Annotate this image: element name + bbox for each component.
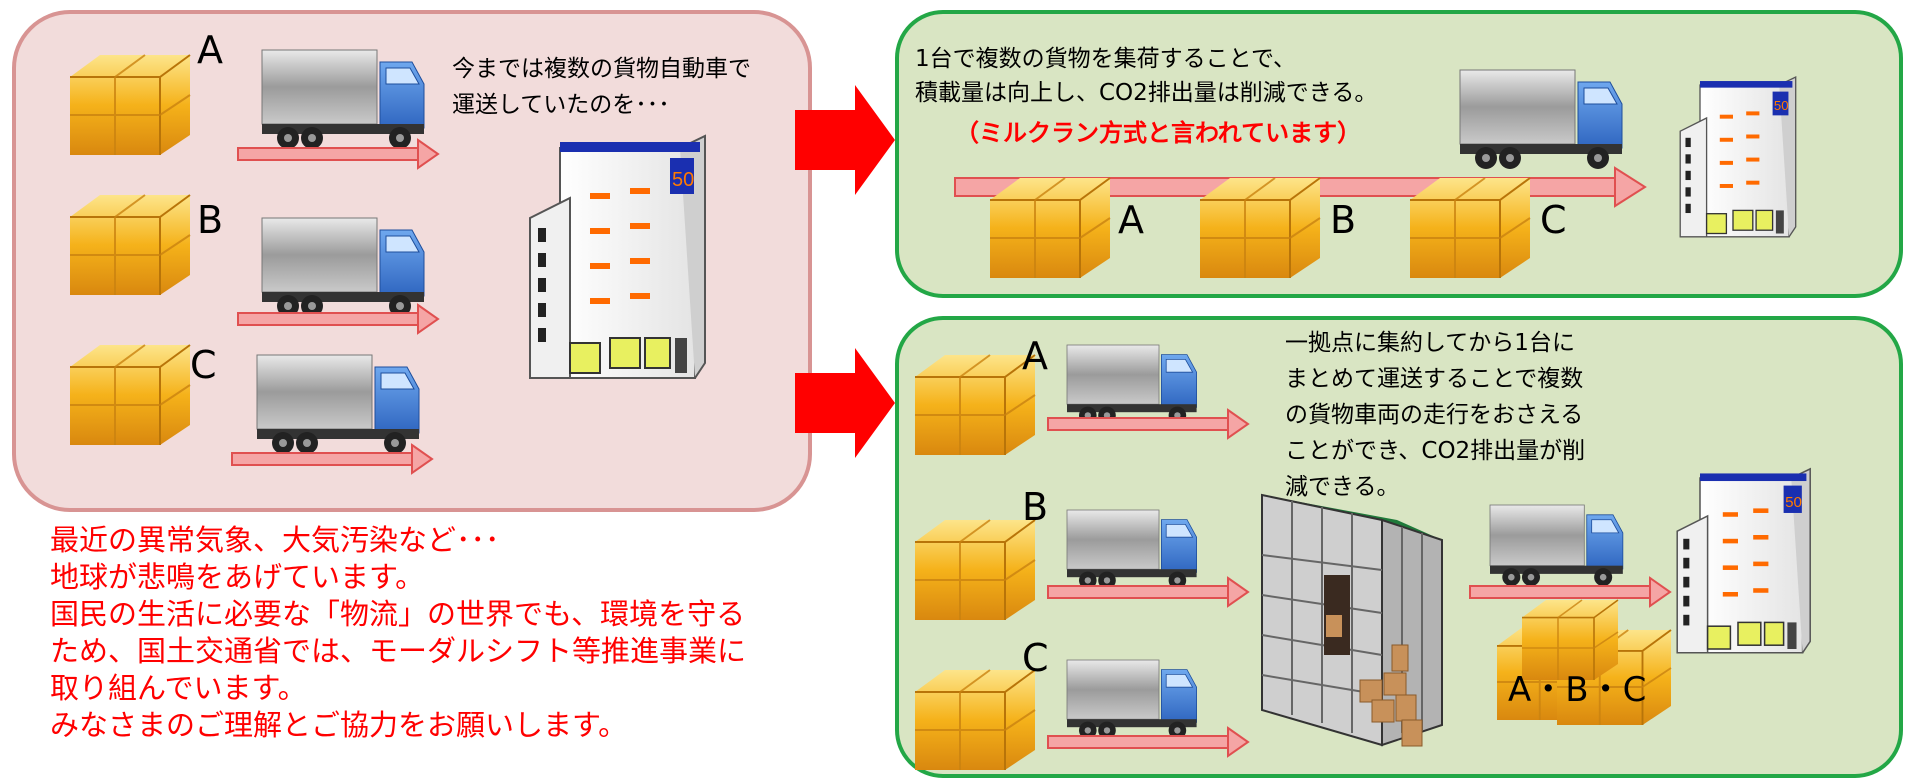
cargo-icon bbox=[1409, 177, 1531, 279]
route-arrow bbox=[1047, 727, 1249, 757]
warehouse-building-icon bbox=[1679, 76, 1797, 238]
route-arrow bbox=[231, 444, 433, 474]
tr-text-line: 1台で複数の貨物を集荷することで、 bbox=[915, 46, 1297, 72]
label-b: B bbox=[1022, 485, 1049, 529]
br-text-line: ことができ、CO2排出量が削 bbox=[1285, 438, 1586, 464]
combined-label: A・B・C bbox=[1508, 670, 1647, 710]
route-arrow bbox=[1047, 409, 1249, 439]
label-c: C bbox=[190, 343, 217, 387]
br-text-line: の貨物車両の走行をおさえる bbox=[1285, 402, 1584, 428]
cargo-icon bbox=[69, 54, 191, 156]
route-arrow bbox=[237, 304, 439, 334]
br-text-line: 減できる。 bbox=[1285, 474, 1400, 500]
br-text-line: 一拠点に集約してから1台に bbox=[1285, 330, 1575, 356]
message-line: 取り組んでいます。 bbox=[50, 671, 307, 705]
truck-icon bbox=[261, 49, 425, 150]
route-arrow bbox=[237, 139, 439, 169]
cargo-icon bbox=[989, 177, 1111, 279]
cargo-icon bbox=[914, 669, 1036, 771]
cargo-icon bbox=[69, 194, 191, 296]
cargo-icon bbox=[1199, 177, 1321, 279]
message-line: 国民の生活に必要な「物流」の世界でも、環境を守る bbox=[50, 597, 746, 631]
label-c: C bbox=[1540, 198, 1567, 242]
tr-text-line: 積載量は向上し、CO2排出量は削減できる。 bbox=[915, 80, 1378, 106]
br-text-line: まとめて運送することで複数 bbox=[1285, 366, 1584, 392]
route-arrow bbox=[1047, 577, 1249, 607]
warehouse-building-icon bbox=[529, 135, 706, 379]
red-arrow-icon bbox=[795, 85, 895, 195]
message-line: みなさまのご理解とご協力をお願いします。 bbox=[50, 708, 628, 742]
label-b: B bbox=[1330, 198, 1357, 242]
truck-icon bbox=[1459, 69, 1623, 170]
message-line: 最近の異常気象、大気汚染など･･･ bbox=[50, 523, 500, 557]
truck-icon bbox=[261, 217, 425, 318]
label-a: A bbox=[1022, 334, 1048, 378]
truck-icon bbox=[256, 354, 420, 455]
warehouse-building-icon bbox=[1676, 468, 1811, 654]
label-c: C bbox=[1022, 636, 1049, 680]
environment-message: 最近の異常気象、大気汚染など･･･ 地球が悲鳴をあげています。 国民の生活に必要… bbox=[50, 522, 746, 744]
milk-run-note: （ミルクラン方式と言われています） bbox=[955, 119, 1362, 147]
cargo-icon bbox=[914, 519, 1036, 621]
label-a: A bbox=[1118, 198, 1144, 242]
cargo-icon bbox=[69, 344, 191, 446]
label-b: B bbox=[197, 198, 224, 242]
left-text-line: 運送していたのを･･･ bbox=[452, 92, 670, 118]
message-line: ため、国土交通省では、モーダルシフト等推進事業に bbox=[50, 634, 747, 668]
message-line: 地球が悲鳴をあげています。 bbox=[50, 560, 425, 594]
red-arrow-icon bbox=[795, 348, 895, 458]
left-text-line: 今までは複数の貨物自動車で bbox=[452, 56, 751, 82]
label-a: A bbox=[197, 28, 223, 72]
consolidation-warehouse-icon bbox=[1261, 493, 1443, 747]
